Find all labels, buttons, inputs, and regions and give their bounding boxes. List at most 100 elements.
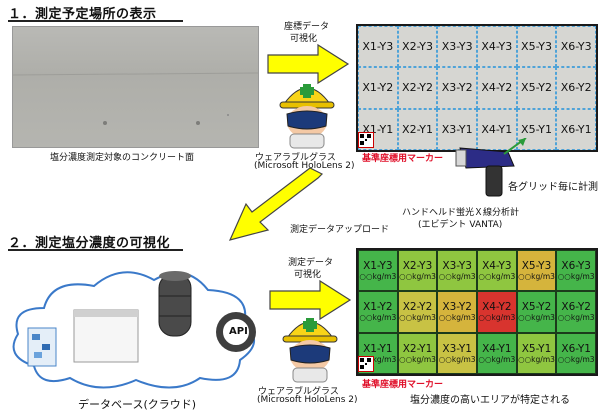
heatmap-cell-label: X2-Y2 [402, 301, 433, 314]
grid-cell: X3-Y1 [437, 108, 477, 150]
heatmap-cell: X5-Y1○○kg/m3 [516, 332, 557, 374]
upload-label: 測定データアップロード [290, 225, 390, 235]
headset2-icon [282, 318, 338, 383]
analyzer-name: ハンドヘルド蛍光Ｘ線分析計 [402, 208, 520, 218]
heatmap-cell: X4-Y3○○kg/m3 [477, 250, 517, 292]
grid-cell: X4-Y3 [477, 26, 517, 68]
heatmap-cell: X1-Y3○○kg/m3 [358, 250, 398, 292]
heatmap-cell: X3-Y1○○kg/m3 [437, 332, 477, 374]
heatmap-cell-label: X5-Y1 [521, 342, 552, 355]
heatmap-cell-value: ○○kg/m3 [399, 272, 436, 282]
heatmap-cell-label: X3-Y1 [442, 342, 472, 355]
heatmap-cell: X1-Y2○○kg/m3 [358, 291, 398, 333]
grid-cell: X5-Y1 [516, 108, 557, 150]
headset1-icon [279, 84, 335, 149]
grid-cell: X1-Y3 [358, 26, 398, 68]
grid-cell: X4-Y2 [477, 67, 517, 109]
heatmap-cell-label: X6-Y1 [561, 342, 591, 355]
heatmap-cell: X6-Y1○○kg/m3 [556, 332, 596, 374]
qr-marker-2 [358, 356, 374, 372]
heatmap-cell: X2-Y3○○kg/m3 [397, 250, 438, 292]
concrete-photo [12, 26, 259, 148]
heatmap-cell-value: ○○kg/m3 [557, 272, 595, 282]
heatmap-cell-label: X5-Y3 [521, 260, 552, 273]
heatmap-cell: X5-Y2○○kg/m3 [516, 291, 557, 333]
grid-cell: X1-Y2 [358, 67, 398, 109]
heatmap-cell-label: X2-Y3 [402, 260, 433, 273]
section1-underline [8, 20, 183, 22]
heatmap-cell: X2-Y2○○kg/m3 [397, 291, 438, 333]
heatmap-cell: X3-Y2○○kg/m3 [437, 291, 477, 333]
grid-cell: X6-Y2 [556, 67, 596, 109]
heatmap-cell-label: X4-Y2 [482, 301, 512, 314]
qr-marker-1 [358, 132, 374, 148]
heatmap-cell-value: ○○kg/m3 [399, 313, 436, 323]
heatmap-cell-label: X1-Y1 [363, 342, 393, 355]
upload-arrow-icon [228, 168, 324, 241]
cloud-icon [12, 271, 256, 389]
heatmap-cell-value: ○○kg/m3 [438, 272, 476, 282]
grid-cell: X4-Y1 [477, 108, 517, 150]
section1-title: １．測定予定場所の表示 [8, 7, 157, 22]
section2-underline [8, 249, 183, 251]
heatmap-cell-label: X6-Y2 [561, 301, 591, 314]
heatmap-cell-label: X4-Y1 [482, 342, 512, 355]
arrow2-label-line1: 測定データ [288, 258, 334, 268]
marker2-label: 基準座標用マーカー [362, 380, 444, 390]
heatmap-cell: X3-Y3○○kg/m3 [437, 250, 477, 292]
headset1-name: ウェアラブルグラス [255, 153, 336, 163]
grid-cell: X3-Y3 [437, 26, 477, 68]
heatmap-cell-label: X4-Y3 [482, 260, 512, 273]
heatmap-cell-label: X6-Y3 [561, 260, 591, 273]
arrow1-label-line2: 可視化 [290, 34, 318, 44]
grid-cell: X6-Y3 [556, 26, 596, 68]
heatmap-cell-value: ○○kg/m3 [557, 354, 595, 364]
grid-cell: X2-Y3 [397, 26, 438, 68]
arrow2-label-line2: 可視化 [294, 270, 322, 280]
heatmap-cell: X2-Y1○○kg/m3 [397, 332, 438, 374]
heatmap-cell-value: ○○kg/m3 [478, 354, 516, 364]
grid-cell: X3-Y2 [437, 67, 477, 109]
result-caption: 塩分濃度の高いエリアが特定される [410, 395, 570, 406]
xrf-analyzer-icon [455, 138, 527, 197]
arrow2-icon [269, 279, 352, 321]
grid-cell: X5-Y2 [516, 67, 557, 109]
heatmap-cell: X6-Y3○○kg/m3 [556, 250, 596, 292]
heatmap-cell-value: ○○kg/m3 [478, 313, 516, 323]
heatmap-cell-value: ○○kg/m3 [557, 313, 595, 323]
heatmap-cell: X4-Y2○○kg/m3 [477, 291, 517, 333]
heatmap-cell: X6-Y2○○kg/m3 [556, 291, 596, 333]
marker1-label: 基準座標用マーカー [362, 154, 444, 164]
heatmap-cell-label: X3-Y3 [442, 260, 472, 273]
db-caption: データベース(クラウド) [78, 398, 197, 411]
grid-cell: X5-Y3 [516, 26, 557, 68]
heatmap-cell-value: ○○kg/m3 [478, 272, 516, 282]
headset2-name: ウェアラブルグラス [258, 387, 339, 397]
heatmap-cell-label: X5-Y2 [521, 301, 552, 314]
heatmap-cell-label: X1-Y3 [363, 260, 393, 273]
arrow1-label-line1: 座標データ [284, 22, 330, 32]
measure-note: 各グリッド毎に計測 [508, 182, 598, 193]
heatmap-cell-label: X2-Y1 [402, 342, 433, 355]
heatmap-cell: X4-Y1○○kg/m3 [477, 332, 517, 374]
arrow1-icon [267, 43, 350, 85]
heatmap-cell-value: ○○kg/m3 [399, 354, 436, 364]
grid-cell: X2-Y2 [397, 67, 438, 109]
heatmap-cell-value: ○○kg/m3 [518, 313, 555, 323]
heatmap-cell-label: X1-Y2 [363, 301, 393, 314]
analyzer-model: (エビデント VANTA) [418, 220, 503, 230]
grid-cell: X2-Y1 [397, 108, 438, 150]
headset1-model: (Microsoft HoloLens 2) [254, 161, 355, 171]
section2-title: ２．測定塩分濃度の可視化 [8, 236, 171, 251]
heatmap-cell-value: ○○kg/m3 [359, 272, 397, 282]
concrete-caption: 塩分濃度測定対象のコンクリート面 [50, 153, 195, 163]
heatmap-cell-value: ○○kg/m3 [438, 354, 476, 364]
heatmap-cell-value: ○○kg/m3 [359, 313, 397, 323]
api-label: API [229, 326, 248, 337]
headset2-model: (Microsoft HoloLens 2) [257, 395, 358, 405]
heatmap-cell-value: ○○kg/m3 [359, 354, 397, 364]
heatmap-cell-value: ○○kg/m3 [518, 354, 555, 364]
grid-cell: X6-Y1 [556, 108, 596, 150]
